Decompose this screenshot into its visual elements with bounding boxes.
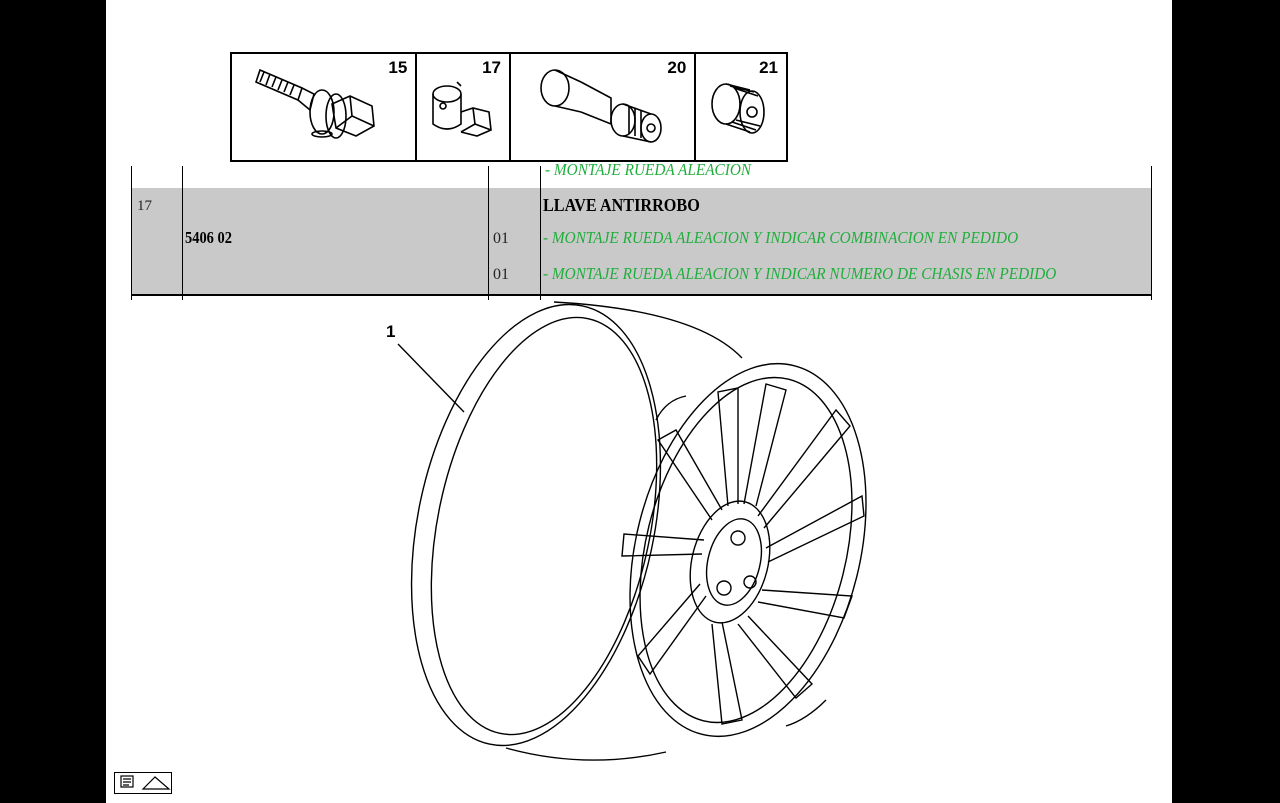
item-number: 17 (137, 198, 152, 214)
application-note: - MONTAJE RUEDA ALEACION Y INDICAR NUMER… (543, 264, 1057, 283)
table-border (1151, 166, 1152, 300)
part-cell-20: 20 (511, 54, 697, 160)
alloy-wheel-drawing (397, 301, 867, 761)
application-note: - MONTAJE RUEDA ALEACION Y INDICAR COMBI… (543, 228, 1019, 247)
column-divider (488, 166, 489, 300)
highlighted-row (131, 188, 1152, 296)
callout-number: 1 (386, 322, 396, 341)
anti-theft-key-icon (432, 81, 493, 137)
row-divider (131, 294, 1152, 296)
column-divider (182, 166, 183, 300)
part-description: LLAVE ANTIRROBO (543, 195, 700, 215)
part-number-15: 15 (388, 58, 408, 77)
parts-strip: 15 17 (230, 52, 788, 162)
column-divider (540, 166, 541, 300)
valve-cap-icon (711, 83, 766, 134)
part-cell-17: 17 (417, 54, 511, 160)
table-border (131, 166, 132, 300)
parts-table: - MONTAJE RUEDA ALEACION 17 5406 02 LLAV… (131, 160, 1156, 300)
part-number: 5406 02 (185, 228, 232, 247)
page-navigation-button[interactable] (114, 772, 172, 794)
part-number-17: 17 (482, 58, 501, 77)
partial-row-note: - MONTAJE RUEDA ALEACION (545, 160, 752, 179)
quantity: 01 (493, 266, 509, 283)
part-number-20: 20 (667, 58, 687, 77)
part-number-21: 21 (759, 58, 778, 77)
wheel-bolt-icon (255, 68, 375, 139)
tire-valve-icon (540, 69, 662, 143)
part-cell-15: 15 (232, 54, 418, 160)
catalog-page: 15 17 (106, 0, 1172, 803)
quantity: 01 (493, 230, 509, 247)
page-navigation-icon (120, 775, 171, 790)
part-cell-21: 21 (696, 54, 786, 160)
